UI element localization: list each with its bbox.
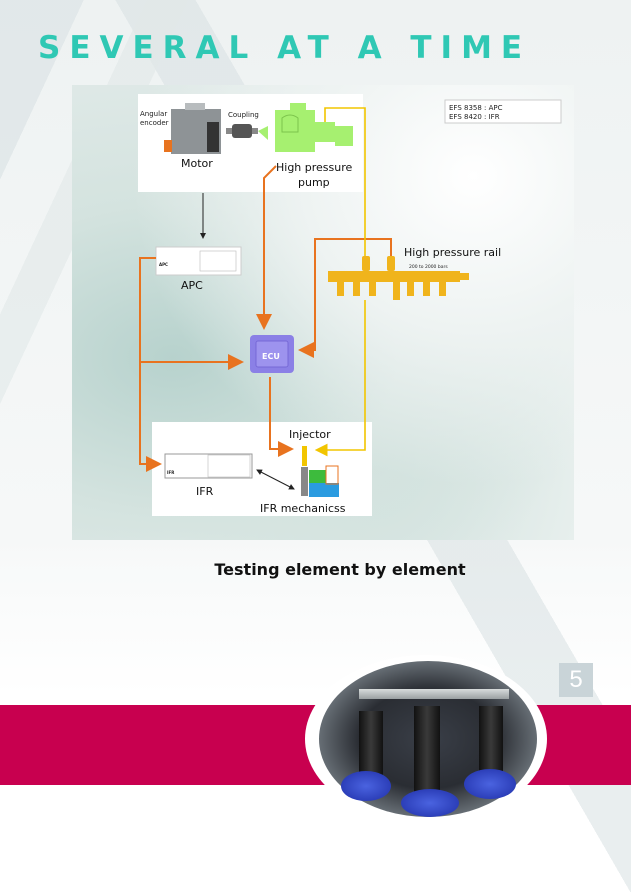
figure-caption: Testing element by element xyxy=(214,560,466,579)
high-pressure-rail-icon xyxy=(328,256,469,300)
injector-icon xyxy=(302,446,307,466)
hydraulic-connections xyxy=(314,107,366,457)
rail-label: High pressure rail xyxy=(404,246,501,259)
apc-unit: APC APC xyxy=(155,246,242,292)
apc-label: APC xyxy=(181,279,203,292)
ifr-mechanics-icon xyxy=(301,465,339,497)
ecu-label: ECU xyxy=(262,352,280,361)
ecu-icon: ECU xyxy=(250,335,294,373)
legend-ifr: EFS 8420 : IFR xyxy=(449,113,500,121)
high-pressure-pump-icon xyxy=(258,103,353,152)
page-number: 5 xyxy=(559,663,593,697)
page-title: SEVERAL AT A TIME xyxy=(38,30,532,66)
ifr-screen-label: IFR xyxy=(167,470,174,475)
electrical-connections xyxy=(139,165,392,472)
angular-encoder-label: Angular xyxy=(140,110,167,118)
test-bench-photo xyxy=(305,655,547,823)
angular-encoder-label-2: encoder xyxy=(140,119,169,127)
pump-label-2: pump xyxy=(298,176,330,189)
legend-box: EFS 8358 : APC EFS 8420 : IFR xyxy=(444,99,562,124)
rail-range-label: 200 to 2000 bars xyxy=(409,264,448,270)
ifr-box: IFR IFR Injector IFR mechanicss xyxy=(152,422,372,516)
apc-screen-label: APC xyxy=(159,262,168,267)
injector-label: Injector xyxy=(289,428,331,441)
pump-label: High pressure xyxy=(276,161,353,174)
motor-icon xyxy=(164,103,221,154)
coupling-icon xyxy=(226,124,258,138)
ifr-link xyxy=(256,469,295,490)
ifr-label: IFR xyxy=(196,485,214,498)
ifr-mechanics-label: IFR mechanicss xyxy=(260,502,346,515)
motor-pump-box: Angular encoder Coupling Motor High pres… xyxy=(138,94,363,192)
legend-apc: EFS 8358 : APC xyxy=(449,104,503,112)
motor-label: Motor xyxy=(181,157,213,170)
coupling-label: Coupling xyxy=(228,111,259,119)
